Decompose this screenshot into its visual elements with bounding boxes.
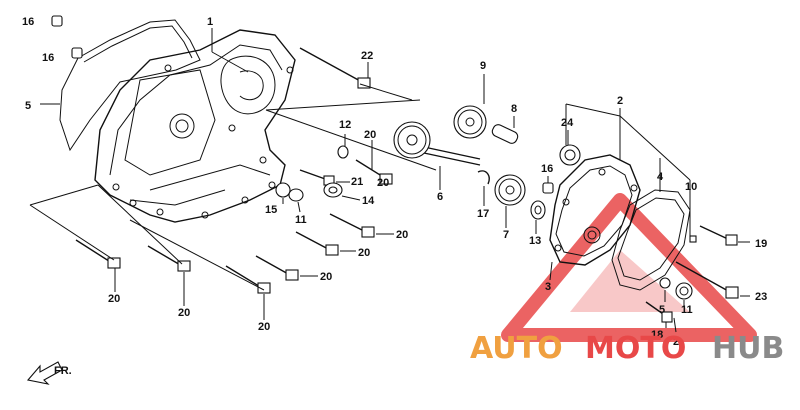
callout-11-b: 11 xyxy=(681,304,693,316)
callout-7: 7 xyxy=(503,229,509,241)
callout-20-h: 20 xyxy=(258,321,270,333)
watermark-logo xyxy=(501,193,757,342)
watermark-word-auto: AUTO xyxy=(470,331,563,366)
callout-2-b: 2 xyxy=(673,336,679,348)
callout-22: 22 xyxy=(361,50,373,62)
callout-16-c: 16 xyxy=(541,163,553,175)
front-direction-arrow: FR. xyxy=(26,361,72,385)
callout-19: 19 xyxy=(755,238,767,250)
watermark-wordmark: AUTO MOTO HUB xyxy=(470,331,784,366)
callout-4: 4 xyxy=(657,171,664,183)
callout-12: 12 xyxy=(339,119,351,131)
callout-20-b: 20 xyxy=(377,177,389,189)
callout-13: 13 xyxy=(529,235,541,247)
callout-20-a: 20 xyxy=(364,129,376,141)
callout-5-b: 5 xyxy=(659,304,665,316)
callout-5-a: 5 xyxy=(25,100,31,112)
callout-20-c: 20 xyxy=(396,229,408,241)
callout-2-a: 2 xyxy=(617,95,623,107)
callout-14: 14 xyxy=(362,195,375,207)
watermark-word-hub: HUB xyxy=(712,331,784,366)
callout-17: 17 xyxy=(477,208,489,220)
leader-lines-middle xyxy=(359,74,537,234)
callout-9: 9 xyxy=(480,60,486,72)
watermark-word-moto: MOTO xyxy=(585,331,686,366)
callout-20-g: 20 xyxy=(178,307,190,319)
washers xyxy=(275,145,349,202)
callout-6: 6 xyxy=(437,191,443,203)
callout-21: 21 xyxy=(351,176,363,188)
callout-20-d: 20 xyxy=(358,247,370,259)
callout-16-a: 16 xyxy=(22,16,34,28)
callout-23: 23 xyxy=(755,291,767,303)
callout-11-a: 11 xyxy=(295,214,307,226)
leader-lines-left xyxy=(29,28,437,320)
callout-24: 24 xyxy=(561,117,574,129)
callout-1: 1 xyxy=(207,16,213,28)
callout-3: 3 xyxy=(545,281,551,293)
leader-lines-right xyxy=(547,103,750,333)
pump-cover xyxy=(542,144,739,323)
callout-10: 10 xyxy=(685,181,697,193)
callout-20-e: 20 xyxy=(320,271,332,283)
callout-8: 8 xyxy=(511,103,517,115)
callout-18: 18 xyxy=(651,329,663,341)
dowel-pins xyxy=(51,15,83,59)
oil-pump-gears xyxy=(393,105,546,220)
direction-label: FR. xyxy=(54,365,72,377)
cover-bolts xyxy=(75,47,393,294)
crankcase-cover xyxy=(59,19,296,223)
callout-labels: 16 1 16 5 22 12 20 21 20 15 11 14 20 20 … xyxy=(22,16,767,348)
callout-15: 15 xyxy=(265,204,277,216)
callout-16-b: 16 xyxy=(42,52,54,64)
callout-20-f: 20 xyxy=(108,293,120,305)
